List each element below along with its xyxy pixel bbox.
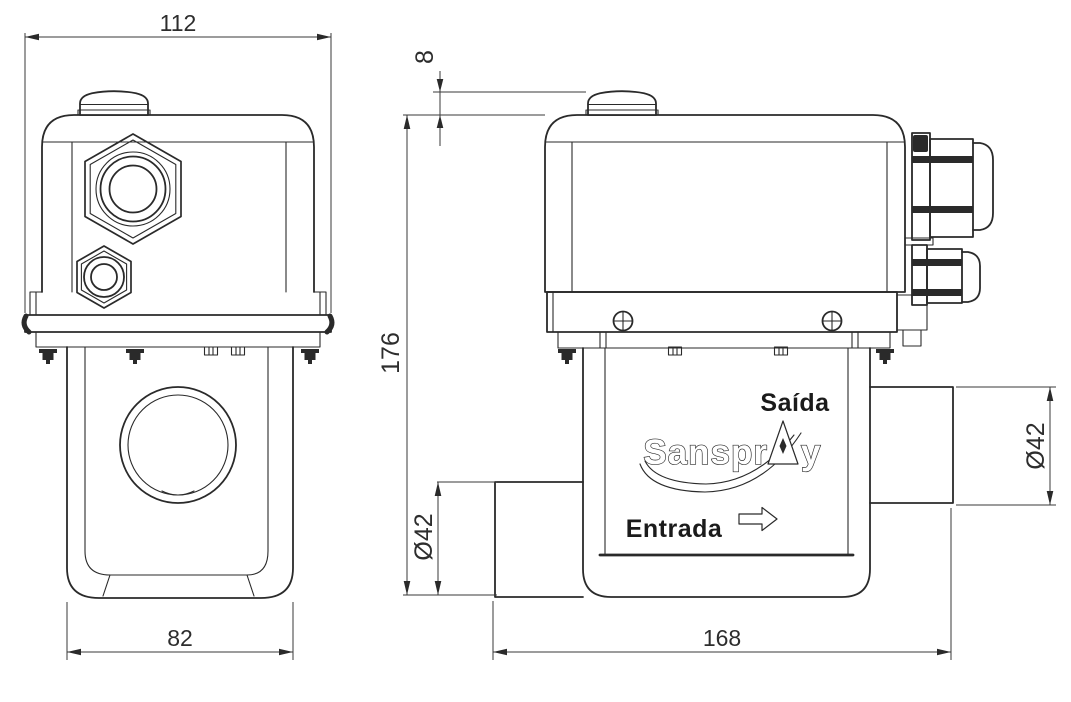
dimensions: 112 82 8 176 Ø42 — [24, 10, 1056, 660]
dim-cap-height-label: 8 — [411, 50, 439, 64]
arrowhead — [436, 115, 444, 128]
dimension-cap-height: 8 — [403, 50, 586, 146]
valve-body-side — [582, 347, 871, 598]
cable-gland-large-hex-outer — [84, 133, 182, 245]
top-cap-side-lines — [585, 103, 659, 116]
dimension-outlet-diameter: Ø42 — [956, 386, 1056, 506]
mounting-tab — [230, 346, 246, 356]
extension-lines — [956, 386, 1056, 506]
arrowhead — [25, 33, 39, 41]
dimension-front-body-width: 82 — [66, 602, 294, 660]
extension-lines — [24, 33, 332, 313]
mounting-bolt — [126, 349, 144, 364]
logo-text-after-a: y — [801, 433, 821, 472]
plate-screw-cross — [821, 310, 843, 332]
brand-logo: Sanspr y — [639, 420, 821, 493]
dim-inlet-diameter-label: Ø42 — [410, 513, 438, 560]
cable-gland-small-hex-inner — [80, 250, 128, 304]
gland-step — [904, 237, 934, 246]
extension-lines — [66, 602, 294, 660]
dimension-overall-height: 176 — [377, 115, 497, 596]
arrowhead — [279, 648, 293, 656]
valve-body-front-inner — [84, 346, 269, 597]
arrowhead — [434, 482, 442, 496]
housing-side-flares — [29, 291, 327, 316]
base-plate-front — [24, 314, 332, 333]
cable-gland-large-bore — [108, 164, 158, 214]
mounting-tab — [667, 346, 683, 356]
cable-gland-small-bore — [90, 263, 118, 291]
mounting-bolt — [301, 349, 319, 364]
housing-outline — [41, 114, 315, 293]
arrowhead — [493, 648, 507, 656]
outlet-label: Saída — [760, 389, 830, 417]
valve-body-front — [66, 346, 294, 599]
dim-front-width-label: 112 — [160, 10, 197, 36]
flow-direction-arrow-icon — [738, 506, 778, 532]
top-cap-front-lines — [77, 103, 151, 116]
arrowhead — [434, 581, 442, 595]
logo-spark-icon — [779, 438, 787, 454]
outlet-pipe — [869, 386, 954, 504]
extension-lines — [403, 91, 586, 116]
gland-upper-body — [929, 138, 974, 238]
mounting-tab — [203, 346, 219, 356]
port-circle-inner — [127, 394, 229, 496]
mounting-bolt — [39, 349, 57, 364]
base-flange-side — [557, 331, 891, 349]
gland-lower-body — [926, 248, 963, 304]
housing-inner-walls — [71, 141, 287, 293]
gland-lower-seal-bands — [912, 259, 962, 296]
arrowhead — [937, 648, 951, 656]
arrowhead — [317, 33, 331, 41]
cable-gland-small-hex-outer — [76, 245, 132, 309]
base-flange-front — [35, 331, 321, 348]
dim-overall-length-label: 168 — [703, 625, 741, 651]
arrowhead — [1046, 387, 1054, 401]
port-circle-outer — [119, 386, 237, 504]
inlet-pipe — [494, 481, 584, 598]
arrowhead — [403, 581, 411, 595]
plate-screw-cross — [612, 310, 634, 332]
top-cap-front — [79, 90, 149, 116]
mounting-bolt — [558, 349, 576, 364]
side-view: Saída Entrada Sanspr y — [494, 90, 994, 598]
logo-text-before-a: Sanspr — [643, 433, 768, 472]
base-plate-tab — [902, 329, 922, 347]
arrowhead — [436, 79, 444, 92]
gland-upper-seal-bands — [912, 156, 973, 213]
cable-gland-large-hex-inner — [89, 139, 177, 239]
dim-overall-height-label: 176 — [377, 332, 405, 374]
dim-body-width-label: 82 — [167, 625, 193, 651]
base-flange-side-joints — [599, 331, 859, 349]
arrowhead — [403, 115, 411, 129]
dimension-overall-length: 168 — [492, 508, 952, 660]
housing-side-inner-walls — [571, 141, 888, 293]
cable-gland-large-ring-outer — [95, 151, 171, 227]
dim-outlet-diameter-label: Ø42 — [1022, 422, 1050, 469]
extension-lines — [492, 508, 952, 660]
mounting-tab — [773, 346, 789, 356]
front-view — [21, 90, 335, 599]
gland-upper-screw — [913, 135, 928, 152]
cable-gland-small-ring — [83, 256, 125, 298]
housing-side-outline — [544, 114, 906, 293]
arrowhead — [1046, 491, 1054, 505]
dimension-inlet-diameter: Ø42 — [410, 481, 497, 595]
port-lip-arc — [161, 490, 195, 496]
dimension-front-width: 112 — [24, 10, 332, 313]
inlet-label: Entrada — [626, 515, 723, 543]
cable-gland-large-ring — [99, 155, 167, 223]
arrowhead — [67, 648, 81, 656]
mounting-bolt — [876, 349, 894, 364]
top-cap-side — [587, 90, 657, 116]
valve-body-side-inner — [604, 347, 849, 556]
gland-lower-dome — [961, 251, 981, 303]
base-plate-side — [546, 291, 898, 333]
gland-upper-dome — [972, 142, 994, 231]
